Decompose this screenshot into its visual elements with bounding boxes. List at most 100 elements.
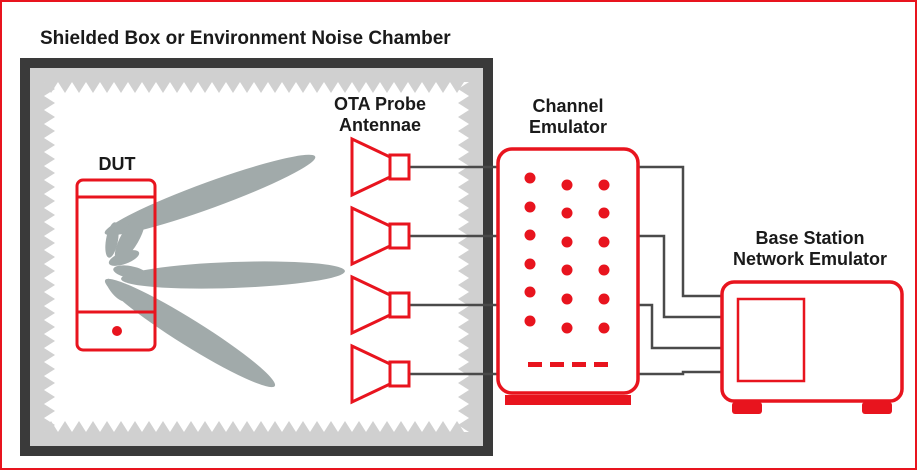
indicator-dot xyxy=(561,179,573,191)
dash xyxy=(550,362,564,367)
absorber-spike xyxy=(142,82,156,93)
absorber-spike xyxy=(44,278,55,292)
absorber-spike xyxy=(44,166,55,180)
absorber-spike xyxy=(254,82,268,93)
absorber-spike xyxy=(324,421,338,432)
absorber-spike xyxy=(458,82,469,96)
absorber-spike xyxy=(458,362,469,376)
absorber-spike xyxy=(114,421,128,432)
absorber-spike xyxy=(58,421,72,432)
dash xyxy=(594,362,608,367)
absorber-spike xyxy=(352,421,366,432)
absorber-spike xyxy=(436,421,450,432)
absorber-spike xyxy=(458,110,469,124)
channel-emulator-dashes xyxy=(528,362,608,367)
absorber-spike xyxy=(100,421,114,432)
absorber-spike xyxy=(296,421,310,432)
absorber-spike xyxy=(458,180,469,194)
absorber-spike xyxy=(44,124,55,138)
absorber-spike xyxy=(226,421,240,432)
channel-emulator xyxy=(496,147,640,405)
beam-middle xyxy=(121,261,345,289)
absorber-spike xyxy=(324,82,338,93)
absorber-spike xyxy=(44,138,55,152)
absorber-spike xyxy=(458,166,469,180)
probe-antennae xyxy=(350,136,411,405)
absorber-spike xyxy=(44,376,55,390)
dut-label: DUT xyxy=(99,154,136,174)
indicator-dot xyxy=(598,207,610,219)
absorber-spike xyxy=(458,376,469,390)
absorber-spike xyxy=(458,334,469,348)
indicator-dot xyxy=(598,322,610,334)
absorber-spike xyxy=(226,82,240,93)
absorber-spike xyxy=(268,82,282,93)
beam-upper xyxy=(104,154,316,236)
probe-antenna-2 xyxy=(350,205,411,267)
absorber-spike xyxy=(44,348,55,362)
absorber-spike xyxy=(156,82,170,93)
absorber-spike xyxy=(458,264,469,278)
radiation-pattern xyxy=(104,154,345,388)
absorber-spike xyxy=(282,421,296,432)
absorber-spike xyxy=(458,306,469,320)
absorber-spike xyxy=(44,362,55,376)
base-station-screen xyxy=(736,297,806,383)
absorber-spike xyxy=(184,82,198,93)
absorber-spike xyxy=(44,96,55,110)
absorber-spikes xyxy=(44,82,469,432)
absorber-spike xyxy=(58,82,72,93)
indicator-dot xyxy=(598,236,610,248)
absorber-spike xyxy=(450,82,464,93)
feed-box xyxy=(388,222,411,250)
dut-device xyxy=(75,178,157,352)
absorber-spike xyxy=(458,124,469,138)
absorber-spike xyxy=(458,194,469,208)
indicator-dot xyxy=(598,264,610,276)
channel-emulator-label-line1: Channel xyxy=(532,96,603,116)
absorber-spike xyxy=(44,418,55,432)
absorber-spike xyxy=(198,421,212,432)
absorber-spike xyxy=(458,390,469,404)
indicator-dot xyxy=(561,264,573,276)
absorber-spike xyxy=(458,418,469,432)
emulator-cable-4 xyxy=(635,370,722,376)
absorber-spike xyxy=(100,82,114,93)
probe-label-line1: OTA Probe xyxy=(334,94,426,114)
absorber-spike xyxy=(296,82,310,93)
absorber-spike xyxy=(212,82,226,93)
absorber-spike xyxy=(44,334,55,348)
absorber-spike xyxy=(128,421,142,432)
indicator-dot xyxy=(561,207,573,219)
absorber-spike xyxy=(212,421,226,432)
absorber-spike xyxy=(44,236,55,250)
feed-box xyxy=(388,360,411,388)
side-lobe xyxy=(113,265,147,279)
dash xyxy=(572,362,586,367)
absorber-spike xyxy=(458,152,469,166)
absorber-spike xyxy=(184,421,198,432)
absorber-spike xyxy=(44,292,55,306)
probe-antenna-1 xyxy=(350,136,411,198)
probe-label-line2: Antennae xyxy=(339,115,421,135)
absorber-spike xyxy=(240,82,254,93)
absorber-spike xyxy=(380,82,394,93)
absorber-spike xyxy=(458,96,469,110)
indicator-dot xyxy=(561,293,573,305)
side-lobe xyxy=(106,278,126,302)
emulator-cable-2 xyxy=(635,234,722,319)
indicator-dot xyxy=(561,322,573,334)
base-station-label-line2: Network Emulator xyxy=(733,249,887,269)
absorber-spike xyxy=(170,421,184,432)
absorber-spike xyxy=(458,320,469,334)
emulator-cable-3 xyxy=(635,303,722,350)
absorber-spike xyxy=(282,82,296,93)
absorber-spike xyxy=(366,421,380,432)
base-station-body xyxy=(720,280,904,403)
absorber-spike xyxy=(436,82,450,93)
absorber-spike xyxy=(44,390,55,404)
absorber-spike xyxy=(44,208,55,222)
base-station-foot-right xyxy=(862,402,892,414)
absorber-spike xyxy=(254,421,268,432)
